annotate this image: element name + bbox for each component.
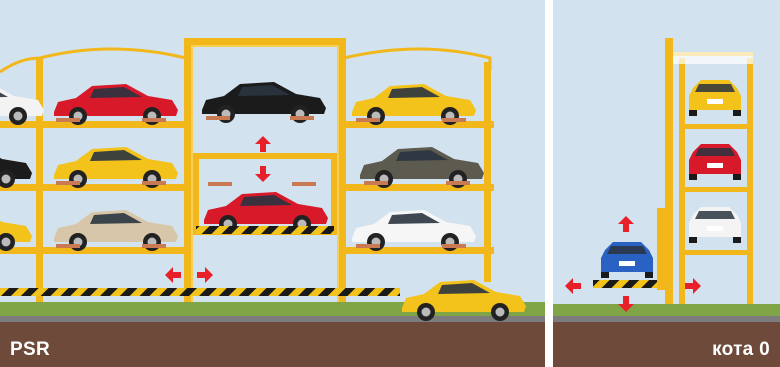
- tower-top: [673, 52, 753, 64]
- lift-platform: [593, 280, 657, 288]
- hazard-barrier: [0, 288, 400, 296]
- lift-hazard-plate: [196, 226, 334, 234]
- road: [0, 316, 545, 322]
- road: [553, 316, 780, 322]
- psr-scene: [0, 0, 545, 367]
- kota-0-caption: кота 0: [712, 339, 770, 361]
- psr-caption: PSR: [10, 339, 50, 361]
- kota-0-scene: [553, 0, 780, 367]
- ground: [0, 322, 545, 367]
- kota-0-system-illustration: кота 0: [553, 0, 780, 367]
- hedge: [553, 304, 780, 316]
- psr-system-illustration: PSR: [0, 0, 545, 367]
